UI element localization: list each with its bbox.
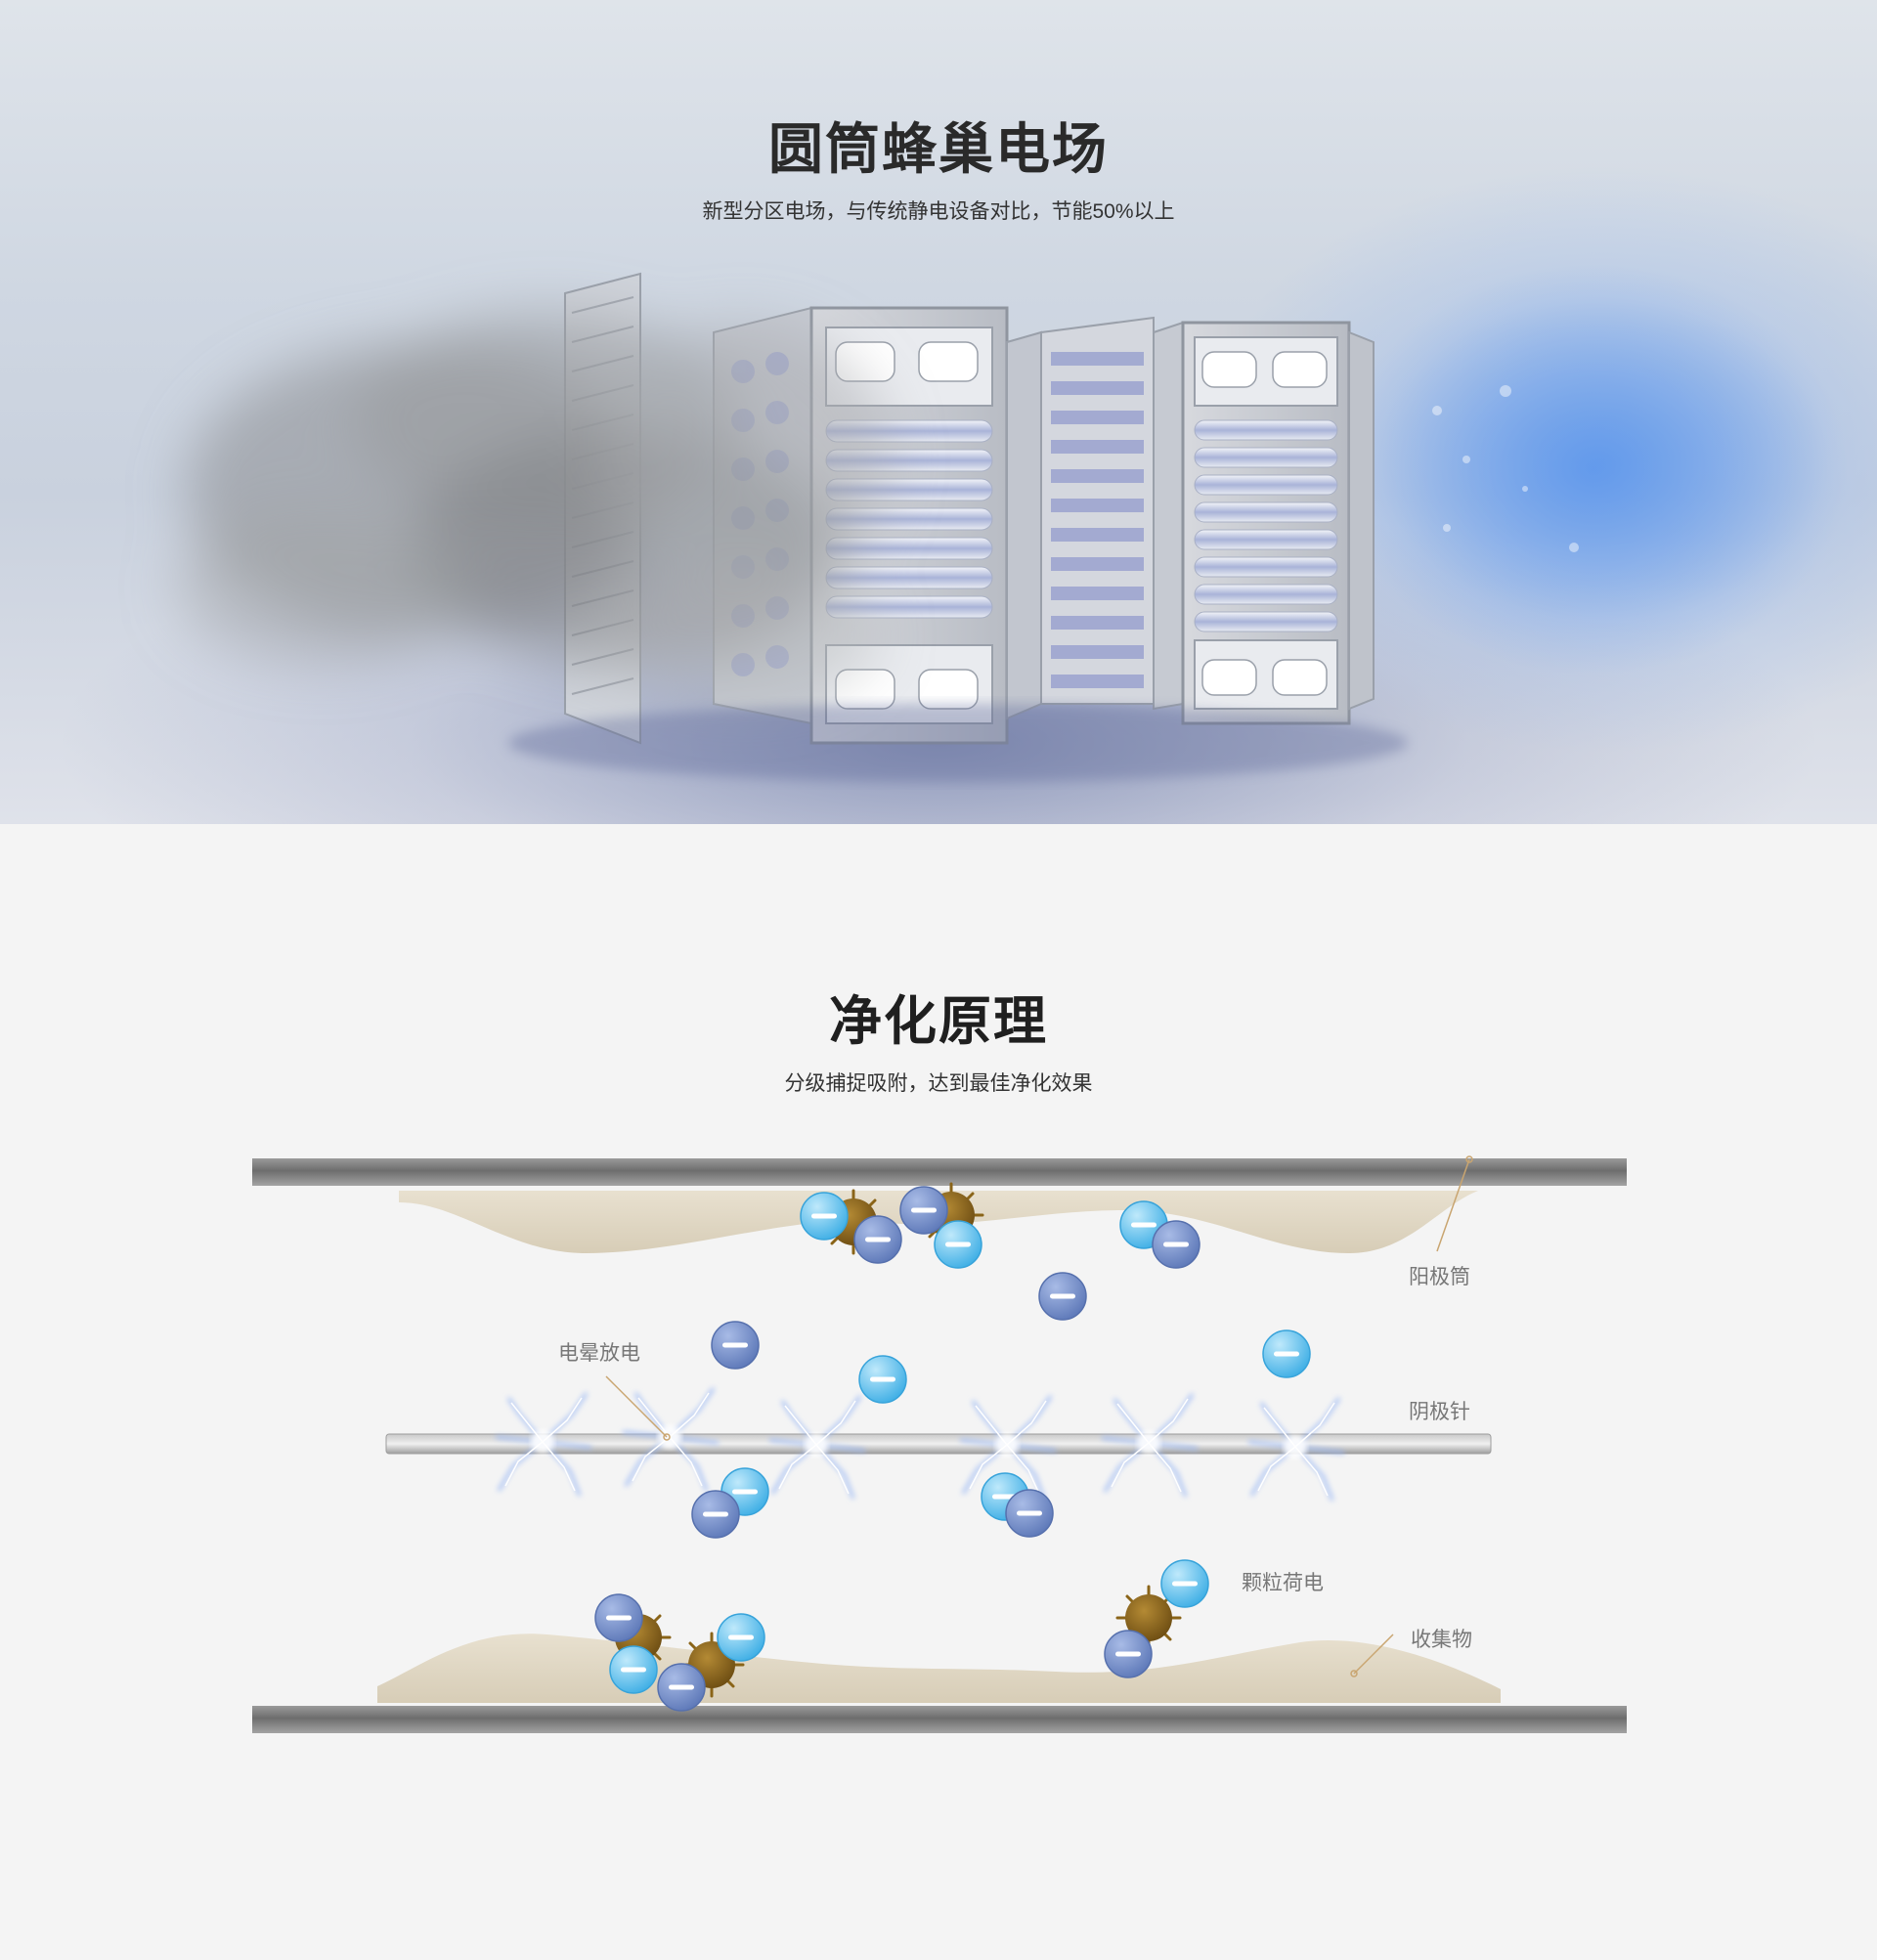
- label-corona-discharge: 电晕放电: [558, 1342, 640, 1365]
- principle-title: 净化原理: [829, 992, 1048, 1051]
- electric-field-illustration: [176, 264, 1848, 782]
- label-cathode-needle: 阴极针: [1409, 1401, 1470, 1423]
- collected-deposit-bottom: [377, 1633, 1501, 1703]
- hero-title: 圆筒蜂巢电场: [768, 118, 1109, 180]
- clean-air-bubbles: [1432, 385, 1579, 552]
- electric-field-unit-2: [1153, 321, 1375, 725]
- honeycomb-panel: [1006, 316, 1155, 720]
- hero-section: 圆筒蜂巢电场 新型分区电场，与传统静电设备对比，节能50%以上: [0, 0, 1877, 824]
- label-anode-tube: 阳极筒: [1409, 1266, 1470, 1288]
- callout-leaders: [605, 1155, 1473, 1677]
- floor-shadow: [508, 704, 1408, 782]
- anode-tube-top: [252, 1158, 1627, 1186]
- anode-tube-bottom: [252, 1706, 1627, 1733]
- hero-subtitle: 新型分区电场，与传统静电设备对比，节能50%以上: [702, 200, 1175, 223]
- purification-diagram: [252, 1155, 1627, 1733]
- label-collected-matter: 收集物: [1411, 1629, 1472, 1651]
- clean-air-glow: [1339, 264, 1848, 675]
- label-particle-charging: 颗粒荷电: [1242, 1572, 1324, 1594]
- principle-subtitle: 分级捕捉吸附，达到最佳净化效果: [784, 1072, 1093, 1095]
- polluted-smoke: [176, 313, 890, 704]
